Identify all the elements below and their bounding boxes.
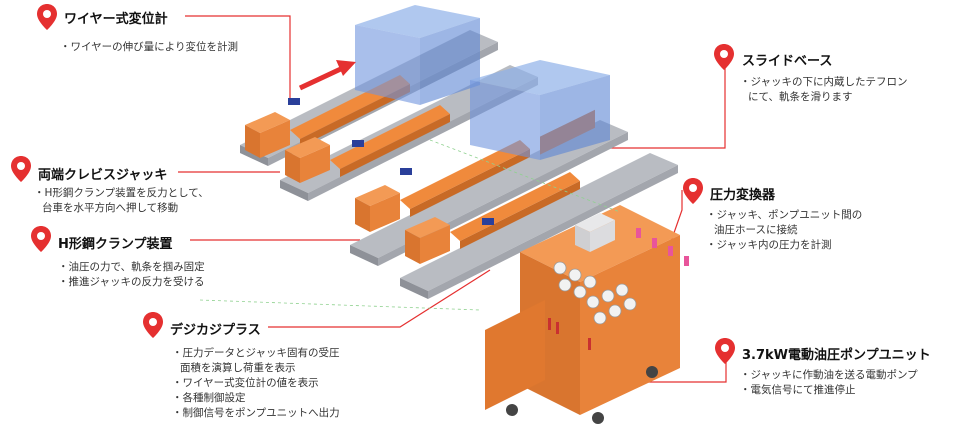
pressure-transducers	[636, 228, 689, 266]
pump-unit-illustration	[485, 205, 689, 424]
callout-title: H形鋼クランプ装置	[58, 237, 173, 252]
location-pin-icon	[143, 312, 163, 338]
callout-desc: ・ワイヤーの伸び量により変位を計測	[60, 41, 238, 53]
callout-desc: ・ジャッキの下に内蔵したテフロン にて、軌条を滑ります	[740, 76, 908, 103]
leader-slide-base	[600, 56, 726, 149]
location-pin-icon	[683, 178, 703, 204]
location-pin-icon	[37, 4, 57, 30]
callout-title: 圧力変換器	[710, 188, 776, 203]
location-pin-icon	[714, 44, 734, 70]
callout-title: 3.7kW電動油圧ポンプユニット	[742, 348, 931, 363]
callout-title: デジカジプラス	[170, 323, 261, 338]
leader-digital	[268, 269, 491, 328]
callout-title: スライドベース	[742, 54, 833, 69]
front-jack-assembly	[355, 60, 610, 264]
location-pin-icon	[31, 226, 51, 252]
callout-title: 両端クレビスジャッキ	[38, 168, 168, 183]
callout-desc: ・ジャッキ、ポンプユニット間の 油圧ホースに接続 ・ジャッキ内の圧力を計測	[706, 209, 863, 251]
callout-desc: ・H形鋼クランプ装置を反力として、 台車を水平方向へ押して移動	[34, 187, 209, 214]
callout-desc: ・ジャッキに作動油を送る電動ポンプ ・電気信号にて推進停止	[740, 369, 918, 396]
wire-meter-sensor	[288, 98, 300, 105]
leader-wire-meter	[185, 15, 291, 100]
callout-title: ワイヤー式変位計	[64, 12, 168, 27]
location-pin-icon	[715, 338, 735, 364]
callout-desc: ・油圧の力で、軌条を掴み固定 ・推進ジャッキの反力を受ける	[58, 261, 205, 288]
location-pin-icon	[11, 156, 31, 182]
rear-jack-assembly	[245, 5, 480, 183]
callout-desc: ・圧力データとジャッキ固有の受圧 面積を演算し荷重を表示 ・ワイヤー式変位計の値…	[172, 347, 340, 419]
